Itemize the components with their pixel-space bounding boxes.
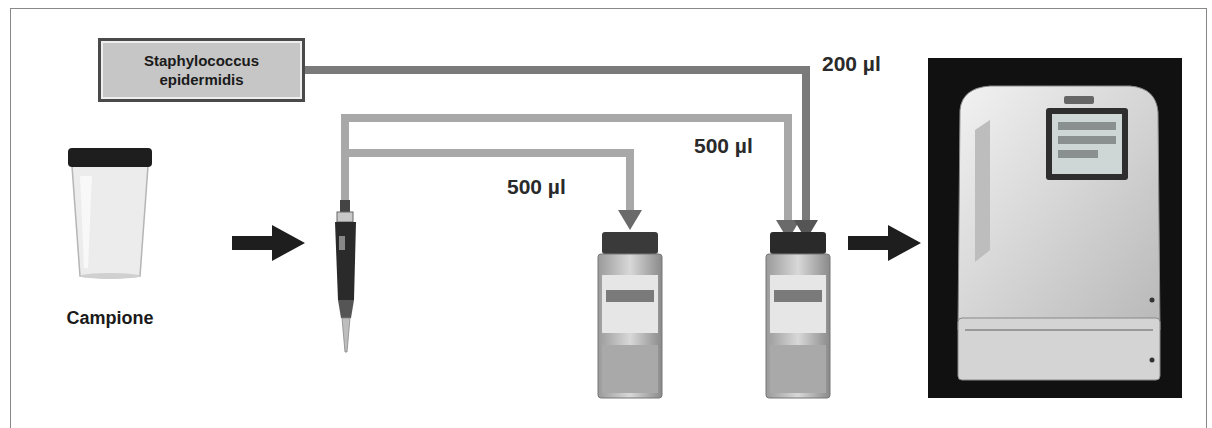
frame — [11, 9, 1207, 428]
sample-cup — [68, 148, 152, 279]
sample-label: Campione — [66, 307, 153, 330]
transfer-line — [305, 70, 806, 222]
volume-label: 500 µl — [505, 175, 568, 199]
process-box: Staphylococcus epidermidis — [98, 38, 305, 102]
transfer-line — [345, 118, 788, 222]
analyser-instrument — [928, 58, 1182, 398]
culture-vial — [766, 232, 830, 398]
pipette — [335, 200, 356, 352]
culture-vial — [598, 232, 662, 398]
transfer-line — [345, 153, 630, 212]
flow-arrow — [848, 225, 921, 261]
arrow-head — [618, 210, 642, 230]
flow-arrow — [232, 225, 305, 261]
volume-label: 500 µl — [692, 134, 755, 158]
volume-label: 200 µl — [820, 52, 883, 76]
sample-label-node: Campione — [48, 290, 172, 330]
box-label: Staphylococcus epidermidis — [111, 51, 292, 90]
